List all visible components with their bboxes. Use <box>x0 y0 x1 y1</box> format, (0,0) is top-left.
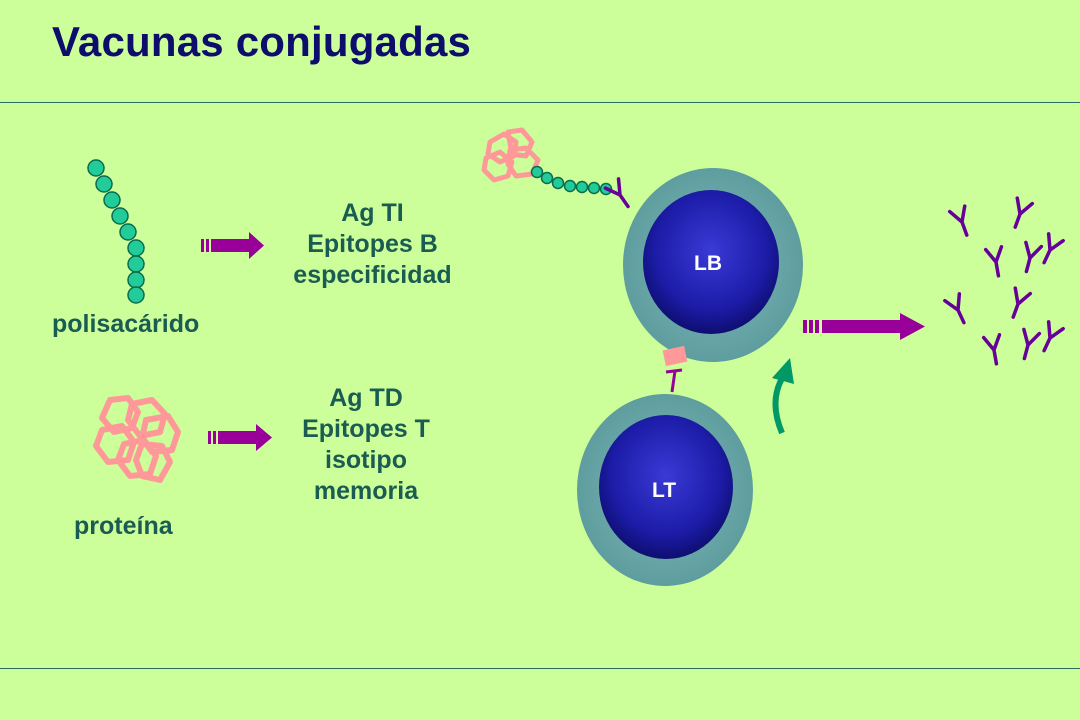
protein-label: proteína <box>74 512 173 540</box>
polysaccharide-bead <box>111 207 129 225</box>
polysaccharide-bead <box>95 175 113 193</box>
arrow-ti <box>201 232 264 259</box>
polysaccharide-bead <box>127 239 145 257</box>
t-cell-label: LT <box>652 479 676 502</box>
page-title: Vacunas conjugadas <box>52 18 472 65</box>
mhc-tcr-complex <box>662 345 688 393</box>
conjugate-bead <box>540 171 554 185</box>
conjugate-polysaccharide <box>530 165 613 196</box>
polysaccharide-bead <box>127 271 145 289</box>
top-divider <box>0 102 1080 103</box>
td-antigen-text: Ag TD Epitopes T isotipo memoria <box>270 383 462 507</box>
polysaccharide-chain <box>87 159 145 304</box>
conjugate-bead <box>587 181 601 195</box>
arrow-to-antibodies <box>803 313 925 340</box>
antibodies-cluster <box>943 196 1065 367</box>
help-arrow <box>772 358 794 435</box>
b-cell: LB <box>623 168 803 362</box>
ti-line-3: especificidad <box>293 261 452 289</box>
td-line-1: Ag TD <box>329 384 403 412</box>
conjugate-bead <box>575 180 589 194</box>
conjugate-bead <box>563 179 577 193</box>
bcr-antibody-icon <box>603 177 637 213</box>
td-line-4: memoria <box>313 477 419 505</box>
polysaccharide-bead <box>103 191 121 209</box>
polysaccharide-label: polisacárido <box>52 310 200 338</box>
conjugate-bead <box>530 165 544 179</box>
polysaccharide-bead <box>119 223 137 241</box>
polysaccharide-bead <box>127 255 145 273</box>
ti-line-2: Epitopes B <box>307 230 438 258</box>
polysaccharide-bead <box>127 286 145 304</box>
t-cell: LT <box>577 394 753 586</box>
td-line-2: Epitopes T <box>302 415 430 443</box>
protein-tangle <box>93 395 181 483</box>
b-cell-label: LB <box>694 252 722 275</box>
ti-line-1: Ag TI <box>341 199 404 227</box>
ti-antigen-text: Ag TI Epitopes B especificidad <box>270 198 475 291</box>
conjugate-bead <box>551 176 565 190</box>
polysaccharide-bead <box>87 159 105 177</box>
td-line-3: isotipo <box>325 446 407 474</box>
conjugate-protein <box>481 127 541 183</box>
arrow-td <box>208 424 272 451</box>
bottom-divider <box>0 668 1080 669</box>
